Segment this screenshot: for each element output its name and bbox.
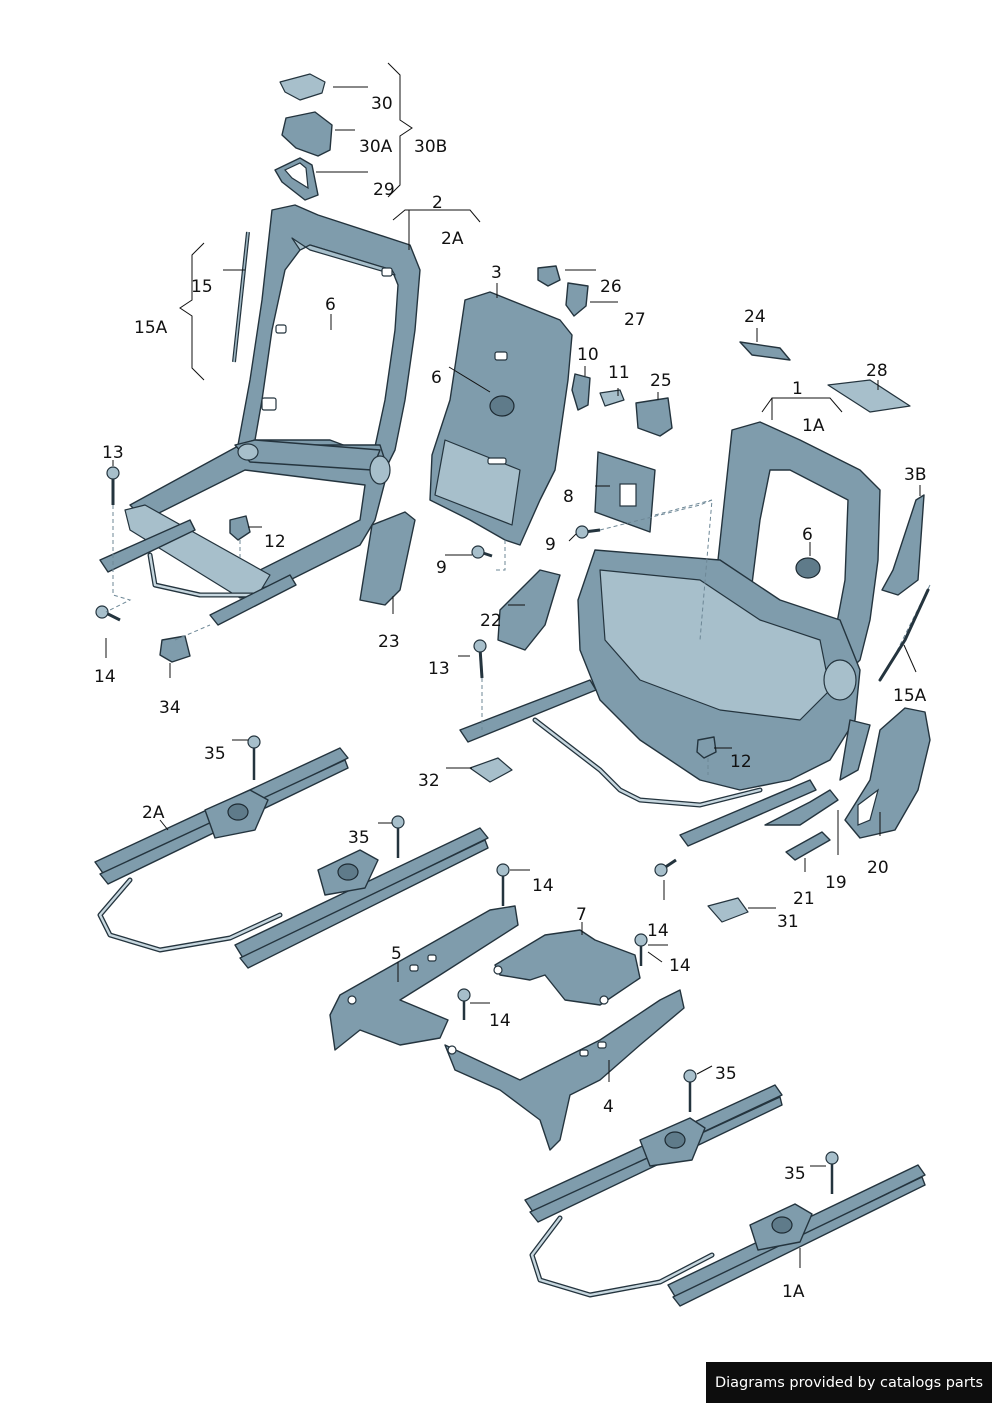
callout-32: 32 bbox=[418, 771, 440, 791]
callout-30B: 30B bbox=[414, 137, 447, 157]
callout-12-right: 12 bbox=[730, 752, 752, 772]
callout-4: 4 bbox=[603, 1097, 614, 1117]
fasteners bbox=[95, 466, 749, 923]
bracket-4 bbox=[444, 989, 685, 1151]
callout-14-left: 14 bbox=[94, 667, 116, 687]
callout-14-a: 14 bbox=[532, 876, 554, 896]
credit-banner: Diagrams provided by catalogs parts bbox=[706, 1362, 992, 1403]
cover-21 bbox=[785, 831, 831, 861]
right-side-trims bbox=[764, 494, 931, 861]
bracket-5 bbox=[329, 905, 519, 1051]
assembly-dashed-lines bbox=[105, 499, 713, 775]
callout-25: 25 bbox=[650, 371, 672, 391]
handle-cap-30 bbox=[279, 73, 326, 101]
gas-strut-15 bbox=[232, 231, 250, 363]
callout-6-left: 6 bbox=[325, 295, 336, 315]
callout-6-mid: 6 bbox=[431, 368, 442, 388]
bracket-19 bbox=[764, 789, 839, 826]
left-backrest-frame bbox=[237, 204, 421, 481]
callout-34: 34 bbox=[159, 698, 181, 718]
callout-3: 3 bbox=[491, 263, 502, 283]
middle-backrest-3 bbox=[429, 291, 573, 546]
callout-9-right: 9 bbox=[545, 535, 556, 555]
callout-1A-rail: 1A bbox=[782, 1282, 805, 1302]
callout-2: 2 bbox=[432, 193, 443, 213]
callout-35-d: 35 bbox=[784, 1164, 806, 1184]
clip-26 bbox=[537, 265, 561, 287]
lock-module-30A bbox=[281, 111, 333, 157]
clip-34 bbox=[159, 635, 191, 663]
callout-6-right: 6 bbox=[802, 525, 813, 545]
callout-2A-top: 2A bbox=[441, 229, 464, 249]
callout-19: 19 bbox=[825, 873, 847, 893]
callout-3B: 3B bbox=[904, 465, 926, 485]
callout-5: 5 bbox=[391, 944, 402, 964]
callout-13-mid: 13 bbox=[428, 659, 450, 679]
cap-31 bbox=[707, 897, 749, 923]
callout-26: 26 bbox=[600, 277, 622, 297]
left-side-cover-23 bbox=[359, 511, 416, 606]
trim-28 bbox=[827, 379, 911, 413]
callout-24: 24 bbox=[744, 307, 766, 327]
callout-10: 10 bbox=[577, 345, 599, 365]
callout-28: 28 bbox=[866, 361, 888, 381]
seat-rails-1A bbox=[524, 1069, 926, 1307]
floor-brackets bbox=[329, 863, 685, 1151]
callout-9-left: 9 bbox=[436, 558, 447, 578]
callout-15A-right: 15A bbox=[893, 686, 927, 706]
leader-lines bbox=[105, 62, 921, 1268]
callout-21: 21 bbox=[793, 889, 815, 909]
callout-12-left: 12 bbox=[264, 532, 286, 552]
callout-22: 22 bbox=[480, 611, 502, 631]
callout-11: 11 bbox=[608, 363, 630, 383]
callout-31: 31 bbox=[777, 912, 799, 932]
callout-35-a: 35 bbox=[204, 744, 226, 764]
callout-labels: 30 30A 30B 29 2 2A 15 15A 6 3 26 27 10 1… bbox=[94, 94, 927, 1302]
callout-30: 30 bbox=[371, 94, 393, 114]
callout-7: 7 bbox=[576, 905, 587, 925]
bracket-7 bbox=[494, 929, 641, 1006]
callout-20: 20 bbox=[867, 858, 889, 878]
callout-15: 15 bbox=[191, 277, 213, 297]
callout-23: 23 bbox=[378, 632, 400, 652]
callout-14-b: 14 bbox=[647, 921, 669, 941]
seat-rails-2A bbox=[94, 735, 489, 969]
cap-24 bbox=[739, 341, 791, 361]
cover-22 bbox=[497, 569, 561, 651]
callout-29: 29 bbox=[373, 180, 395, 200]
callout-2A-rail: 2A bbox=[142, 803, 165, 823]
actuator-27 bbox=[565, 282, 589, 317]
callout-30A: 30A bbox=[359, 137, 393, 157]
callout-1: 1 bbox=[792, 379, 803, 399]
callout-15A-left: 15A bbox=[134, 318, 168, 338]
left-seat-frame bbox=[99, 439, 416, 626]
trim-3B bbox=[881, 494, 925, 596]
callout-14-c: 14 bbox=[669, 956, 691, 976]
cover-25 bbox=[635, 397, 673, 437]
small-parts-middle bbox=[537, 265, 911, 533]
callout-35-b: 35 bbox=[348, 828, 370, 848]
clip-12-right bbox=[696, 736, 717, 759]
callout-1A-top: 1A bbox=[802, 416, 825, 436]
lever-parts bbox=[274, 73, 333, 201]
callout-13-left: 13 bbox=[102, 443, 124, 463]
callout-8: 8 bbox=[563, 487, 574, 507]
callout-27: 27 bbox=[624, 310, 646, 330]
callout-35-c: 35 bbox=[715, 1064, 737, 1084]
bracket-10 bbox=[571, 373, 591, 411]
cap-32 bbox=[469, 757, 513, 783]
bolt-11 bbox=[599, 389, 625, 407]
callout-14-d: 14 bbox=[489, 1011, 511, 1031]
clip-12-left bbox=[229, 515, 251, 541]
right-seat-assembly bbox=[459, 421, 881, 847]
